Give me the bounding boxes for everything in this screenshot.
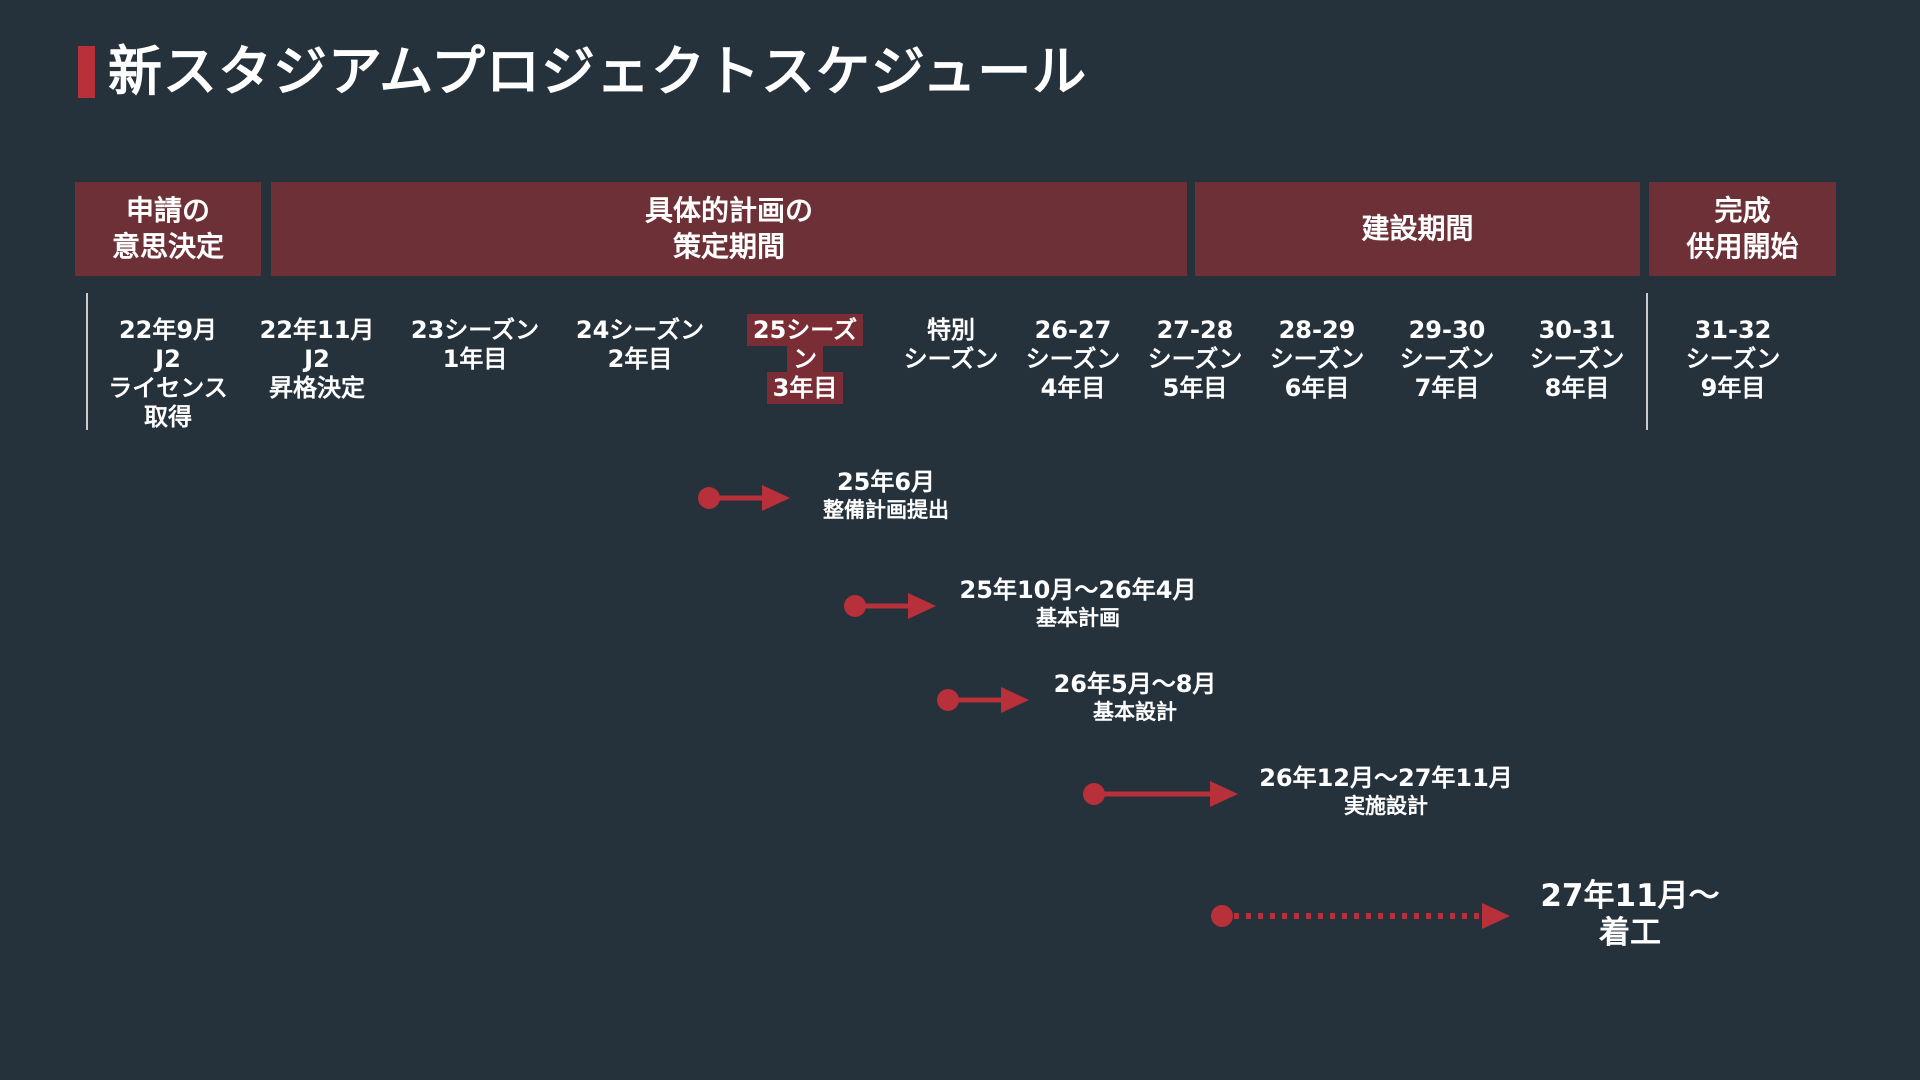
timeline-column: 29-30 シーズン 7年目 — [1382, 316, 1512, 403]
phase-completion: 完成 供用開始 — [1649, 182, 1836, 276]
arrow-plan-submission — [698, 485, 790, 511]
timeline-label: 24シーズン 2年目 — [575, 316, 705, 373]
event-text: 基本設計 — [1093, 700, 1177, 724]
timeline-label: 28-29 シーズン 6年目 — [1269, 316, 1365, 402]
arrow-basic-plan — [844, 593, 936, 619]
phase-label: 具体的計画の 策定期間 — [644, 194, 813, 263]
phase-label: 申請の 意思決定 — [111, 194, 224, 263]
timeline-column: 28-29 シーズン 6年目 — [1252, 316, 1382, 403]
event-date: 25年10月〜26年4月 — [959, 576, 1197, 604]
timeline-label: 22年9月 J2 ライセンス 取得 — [108, 316, 228, 431]
timeline-column: 30-31 シーズン 8年目 — [1512, 316, 1642, 403]
timeline-label: 23シーズン 1年目 — [410, 316, 540, 373]
phase-label: 建設期間 — [1361, 212, 1474, 245]
event-date: 26年12月〜27年11月 — [1259, 764, 1513, 792]
timeline-column: 31-32 シーズン 9年目 — [1668, 316, 1798, 403]
timeline-label: 特別 シーズン — [903, 316, 999, 373]
timeline-column: 特別 シーズン — [886, 316, 1016, 374]
event-text: 整備計画提出 — [823, 498, 949, 522]
timeline-label: 26-27 シーズン 4年目 — [1025, 316, 1121, 402]
timeline-column: 26-27 シーズン 4年目 — [1008, 316, 1138, 403]
arrow-construction-start — [1211, 903, 1510, 929]
event-text: 基本計画 — [1036, 606, 1120, 630]
event-construction-start: 27年11月〜 着工 — [1520, 878, 1740, 952]
event-text: 着工 — [1599, 915, 1661, 951]
event-plan-submission: 25年6月 整備計画提出 — [806, 468, 966, 523]
timeline-divider-right — [1646, 293, 1648, 430]
timeline-column: 22年9月 J2 ライセンス 取得 — [103, 316, 233, 432]
timeline-label: 30-31 シーズン 8年目 — [1529, 316, 1625, 402]
event-basic-plan: 25年10月〜26年4月 基本計画 — [948, 576, 1208, 631]
page-title: 新スタジアムプロジェクトスケジュール — [108, 40, 1088, 103]
event-date: 26年5月〜8月 — [1053, 670, 1217, 698]
timeline-column: 24シーズン 2年目 — [575, 316, 705, 374]
phase-construction: 建設期間 — [1195, 182, 1640, 276]
phase-planning: 具体的計画の 策定期間 — [271, 182, 1187, 276]
timeline-column-current: 25シーズン 3年目 — [740, 314, 870, 404]
event-detailed-design: 26年12月〜27年11月 実施設計 — [1246, 764, 1526, 819]
event-date: 27年11月〜 — [1540, 878, 1720, 914]
title-accent-bar — [78, 46, 95, 98]
phase-label: 完成 供用開始 — [1686, 194, 1799, 263]
arrow-basic-design — [937, 687, 1029, 713]
timeline-column: 27-28 シーズン 5年目 — [1130, 316, 1260, 403]
timeline-column: 22年11月 J2 昇格決定 — [252, 316, 382, 403]
event-basic-design: 26年5月〜8月 基本設計 — [1040, 670, 1230, 725]
timeline-divider-left — [86, 293, 88, 430]
timeline-label: 22年11月 J2 昇格決定 — [259, 316, 375, 402]
timeline-label: 27-28 シーズン 5年目 — [1147, 316, 1243, 402]
event-date: 25年6月 — [836, 468, 936, 496]
phase-decision: 申請の 意思決定 — [75, 182, 261, 276]
timeline-label: 29-30 シーズン 7年目 — [1399, 316, 1495, 402]
event-text: 実施設計 — [1344, 794, 1428, 818]
arrow-detailed-design — [1083, 781, 1238, 807]
timeline-label: 31-32 シーズン 9年目 — [1685, 316, 1781, 402]
timeline-column: 23シーズン 1年目 — [410, 316, 540, 374]
